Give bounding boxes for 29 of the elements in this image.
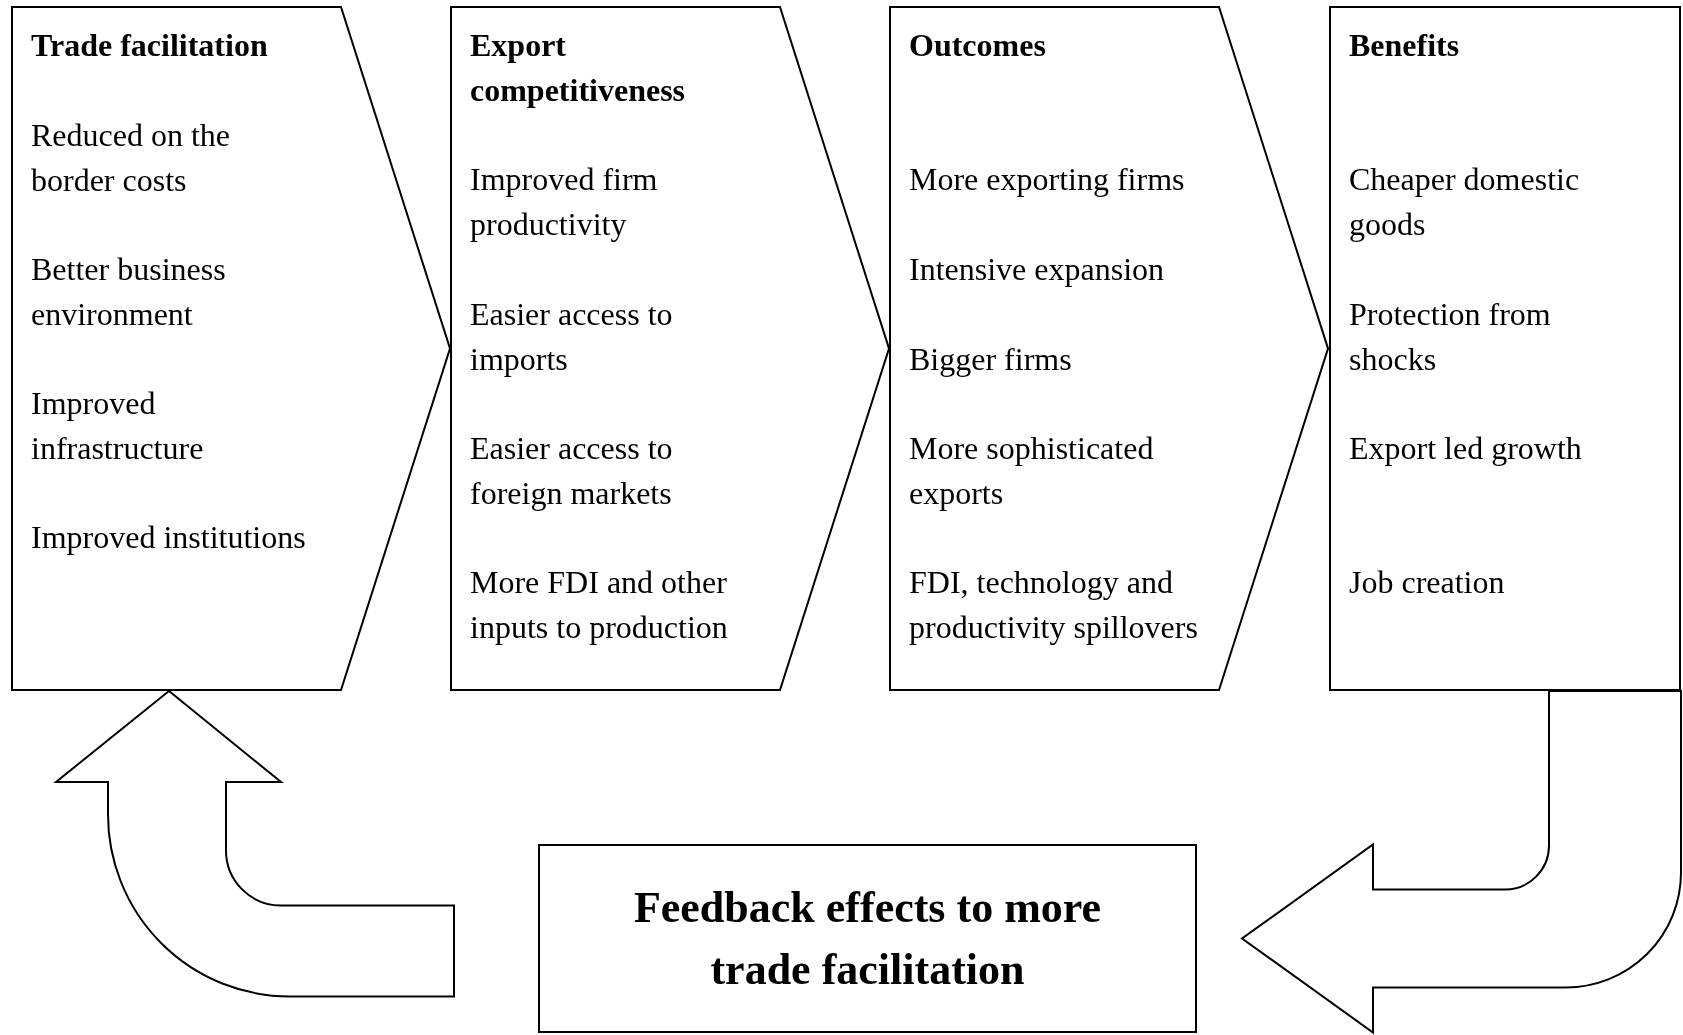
list-item: Protection from shocks <box>1349 295 1552 379</box>
list-item: Job creation <box>1349 563 1506 602</box>
chevron-box <box>11 6 451 691</box>
list-item: Improved infrastructure <box>31 384 205 468</box>
list-item: Bigger firms <box>909 340 1073 379</box>
list-item: Export led growth <box>1349 429 1583 468</box>
list-item: Intensive expansion <box>909 250 1166 289</box>
chevron-box <box>889 6 1329 691</box>
block-arrow <box>55 690 455 998</box>
feedback-box <box>538 844 1197 1033</box>
list-item: More exporting firms <box>909 160 1186 199</box>
list-item: Improved institutions <box>31 518 307 557</box>
list-item: Reduced on the border costs <box>31 116 232 200</box>
list-item: Better business environment <box>31 250 227 334</box>
column-heading: Benefits <box>1349 26 1461 65</box>
chevron-box <box>450 6 890 691</box>
column-heading: Outcomes <box>909 26 1047 65</box>
list-item: Cheaper domestic goods <box>1349 160 1581 244</box>
list-item: Easier access to foreign markets <box>470 429 674 513</box>
block-arrow <box>1241 690 1682 1034</box>
list-item: Easier access to imports <box>470 295 674 379</box>
list-item: FDI, technology and productivity spillovers <box>909 563 1199 647</box>
list-item: More FDI and other inputs to production <box>470 563 729 647</box>
list-item: Improved firm productivity <box>470 160 659 244</box>
column-heading: Trade facilitation <box>31 26 269 65</box>
list-item: More sophisticated exports <box>909 429 1155 513</box>
box-title: Feedback effects to more trade facilitation <box>632 881 1103 996</box>
column-heading: Export competitiveness <box>470 26 687 110</box>
process-box <box>1329 6 1681 691</box>
